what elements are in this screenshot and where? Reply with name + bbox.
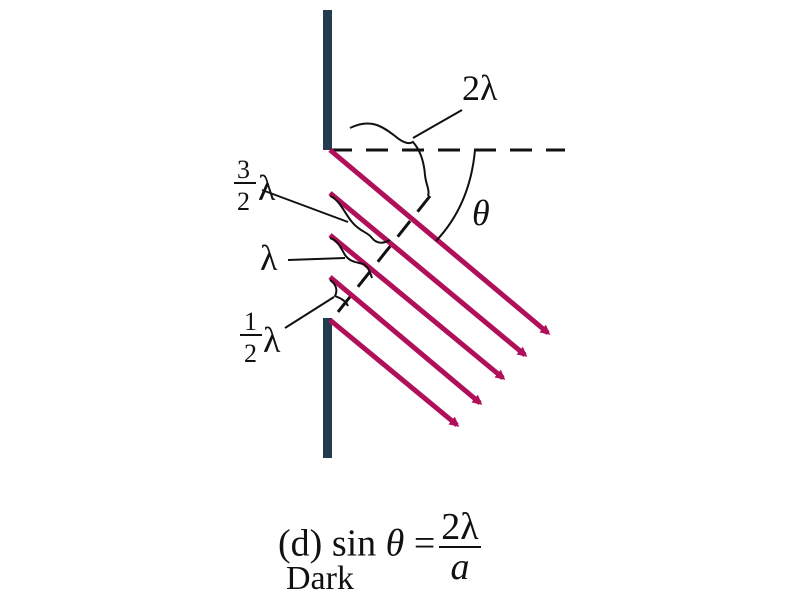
leader-lambda bbox=[287, 257, 346, 261]
brace-three-halves bbox=[329, 195, 391, 244]
caption-angle: θ bbox=[385, 522, 405, 565]
leader-2lambda bbox=[412, 109, 463, 139]
barrier-lower bbox=[323, 318, 332, 458]
caption-denominator: a bbox=[450, 546, 470, 588]
label-lambda: λ bbox=[260, 238, 278, 278]
label-half-den: 2 bbox=[244, 339, 257, 368]
label-theta: θ bbox=[472, 193, 490, 233]
ray-5 bbox=[328, 318, 460, 427]
label-three-halves-lambda: λ bbox=[258, 168, 276, 208]
wavefront-dashed-line bbox=[328, 195, 432, 323]
brace-2lambda bbox=[349, 122, 430, 197]
caption-numerator: 2λ bbox=[439, 506, 481, 548]
label-2lambda: 2λ bbox=[462, 68, 498, 108]
caption-part: (d) bbox=[278, 522, 323, 565]
barrier-upper bbox=[323, 10, 332, 150]
label-three-halves-num: 3 bbox=[237, 155, 250, 184]
ray-2 bbox=[328, 191, 528, 357]
sub-caption: Dark bbox=[286, 560, 354, 597]
label-half-num: 1 bbox=[244, 307, 257, 336]
label-three-halves-den: 2 bbox=[237, 187, 250, 216]
label-half-lambda: λ bbox=[263, 320, 281, 360]
leader-three-halves bbox=[261, 189, 349, 223]
ray-4 bbox=[328, 275, 483, 405]
leader-half bbox=[284, 296, 335, 329]
caption-equals: = bbox=[413, 522, 436, 565]
ray-1 bbox=[328, 148, 551, 335]
caption-func: sin bbox=[331, 522, 377, 565]
brace-half bbox=[329, 279, 349, 307]
angle-arc bbox=[435, 149, 476, 242]
ray-3 bbox=[328, 233, 506, 380]
brace-lambda bbox=[329, 237, 373, 279]
